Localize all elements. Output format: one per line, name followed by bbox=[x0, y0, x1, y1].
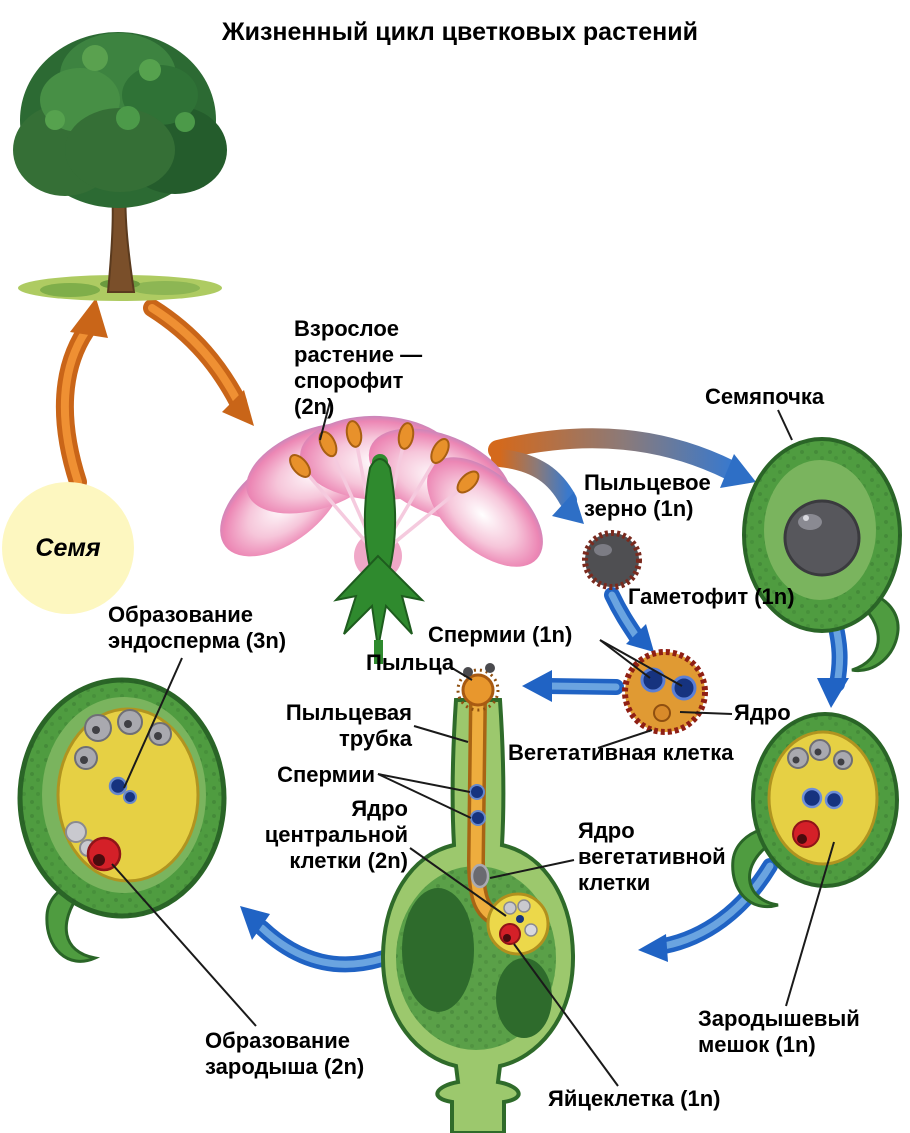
embryo-sac-illustration bbox=[731, 712, 899, 908]
label-sperm-cells: Спермии (1n) bbox=[428, 622, 573, 647]
flower-sepals bbox=[333, 554, 426, 664]
label-seed: Семя bbox=[35, 534, 101, 562]
label-endosperm-formation: Образование эндосперма (3n) bbox=[108, 602, 287, 653]
page-title: Жизненный цикл цветковых растений bbox=[222, 18, 698, 46]
tube-vegetative-nucleus bbox=[470, 863, 490, 889]
label-embryo-formation: Образование зародыша (2n) bbox=[205, 1028, 365, 1079]
stigma bbox=[461, 673, 495, 707]
leader-lines bbox=[111, 401, 835, 1087]
fertilized-seed-illustration bbox=[17, 677, 227, 963]
sperm-nucleus bbox=[640, 667, 666, 693]
megaspore-cell bbox=[783, 499, 861, 577]
flower-illustration bbox=[220, 415, 543, 664]
label-vegetative-cell-nucleus: Ядро вегетативной клетки bbox=[578, 818, 726, 895]
arrow-embryo-sac-to-ovary bbox=[638, 858, 778, 962]
seed-circle bbox=[2, 482, 134, 614]
flower-anthers bbox=[289, 420, 480, 494]
tube-sperm bbox=[470, 810, 486, 826]
label-sperm: Спермии bbox=[277, 762, 375, 787]
endosperm-nucleus bbox=[108, 776, 128, 796]
label-embryo-sac: Зародышевый мешок (1n) bbox=[698, 1006, 860, 1057]
label-pollen-tube: Пыльцевая трубка bbox=[285, 700, 412, 751]
pollen-grain-illustration bbox=[582, 530, 642, 590]
gametophyte-cell-illustration bbox=[622, 649, 708, 735]
label-egg-cell: Яйцеклетка (1n) bbox=[548, 1086, 721, 1111]
label-pollen-grain: Пыльцевое зерно (1n) bbox=[584, 470, 711, 521]
egg-cell-shape bbox=[792, 820, 820, 848]
ovary-lobe bbox=[402, 888, 474, 1012]
tree-canopy bbox=[13, 32, 227, 208]
ovary-lobe bbox=[496, 958, 552, 1038]
arrow-gametophyte-to-stigma bbox=[522, 670, 624, 702]
label-pollen: Пыльца bbox=[366, 650, 455, 675]
arrow-tree-to-flower bbox=[143, 299, 254, 426]
arrow-flower-to-pollen bbox=[491, 449, 584, 524]
label-vegetative-cell: Вегетативная клетка bbox=[508, 740, 734, 765]
zygote-cell bbox=[86, 836, 122, 872]
arrow-seed-to-tree bbox=[55, 298, 108, 491]
arrow-pollen-to-gametophyte bbox=[604, 587, 654, 652]
arrow-flower-to-ovule bbox=[488, 428, 756, 488]
sperm-nucleus bbox=[671, 675, 697, 701]
label-central-cell-nucleus: Ядро центральной клетки (2n) bbox=[264, 796, 408, 873]
arrow-ovary-to-seed bbox=[240, 906, 398, 973]
label-gametophyte: Гаметофит (1n) bbox=[628, 584, 795, 609]
label-ovule: Семяпочка bbox=[705, 384, 825, 409]
tube-sperm bbox=[469, 784, 485, 800]
tree-illustration bbox=[13, 32, 227, 301]
ovule-illustration bbox=[742, 437, 902, 673]
flower-pistil bbox=[363, 454, 397, 573]
label-nucleus: Ядро bbox=[734, 700, 791, 725]
label-adult-plant: Взрослое растение — спорофит (2n) bbox=[294, 316, 423, 419]
pistil-illustration bbox=[380, 663, 576, 1133]
vegetative-nucleus bbox=[653, 704, 671, 722]
